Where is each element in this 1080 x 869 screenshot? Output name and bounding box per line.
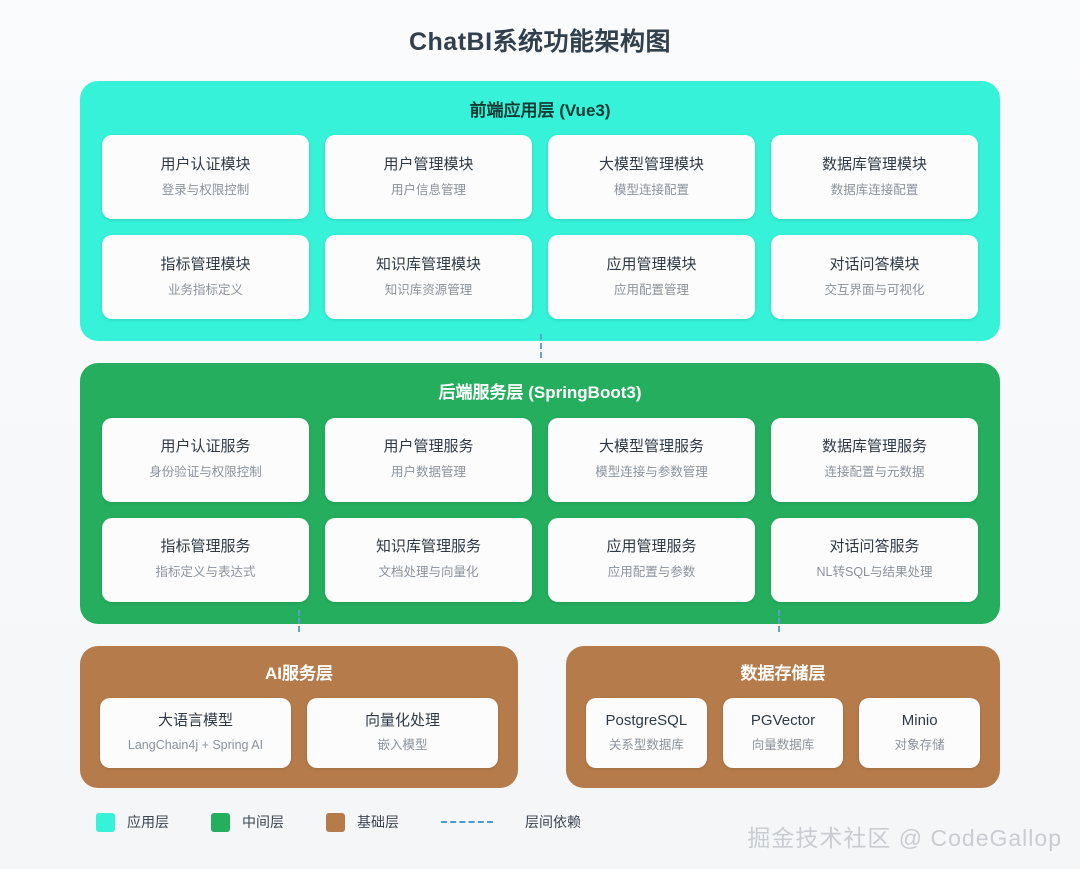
storage-component-card[interactable]: PostgreSQL 关系型数据库 (586, 698, 707, 769)
legend-item-application: 应用层 (96, 812, 169, 832)
connector-backend-to-storage (778, 610, 780, 632)
legend-label: 应用层 (127, 814, 169, 831)
card-title: 数据库管理模块 (821, 156, 927, 174)
card-subtitle: 登录与权限控制 (161, 182, 250, 197)
card-subtitle: NL转SQL与结果处理 (816, 564, 933, 579)
ai-component-card[interactable]: 向量化处理 嵌入模型 (307, 698, 498, 769)
card-title: 对话问答模块 (829, 256, 920, 274)
card-subtitle: 向量数据库 (751, 737, 815, 752)
card-title: 用户认证服务 (160, 438, 251, 456)
card-subtitle: 模型连接配置 (613, 182, 689, 197)
storage-component-card[interactable]: Minio 对象存储 (859, 698, 981, 769)
legend-swatch-icon (211, 812, 230, 832)
card-subtitle: 交互界面与可视化 (824, 282, 925, 297)
card-title: 应用管理服务 (606, 538, 697, 556)
page-title: ChatBI系统功能架构图 (408, 28, 672, 56)
legend-swatch-icon (326, 812, 345, 832)
module-card[interactable]: 用户管理模块 用户信息管理 (325, 135, 532, 220)
card-subtitle: 指标定义与表达式 (155, 564, 256, 579)
legend-item-infrastructure: 基础层 (326, 812, 399, 832)
layer-backend-row-2: 指标管理服务 指标定义与表达式 知识库管理服务 文档处理与向量化 应用管理服务 … (102, 517, 978, 602)
card-subtitle: 模型连接与参数管理 (595, 464, 708, 479)
layer-backend-title: 后端服务层 (SpringBoot3) (438, 383, 642, 403)
module-card[interactable]: 指标管理模块 业务指标定义 (102, 235, 309, 320)
card-title: 用户管理服务 (383, 438, 474, 456)
module-card[interactable]: 大模型管理模块 模型连接配置 (548, 135, 755, 220)
card-title: 用户管理模块 (383, 156, 474, 174)
card-title: Minio (901, 712, 938, 730)
card-title: 指标管理服务 (160, 538, 251, 556)
legend-item-dependency: 层间依赖 (441, 812, 581, 832)
connector-backend-to-ai (298, 610, 300, 632)
layer-ai-service-title: AI服务层 (265, 663, 333, 683)
service-card[interactable]: 大模型管理服务 模型连接与参数管理 (548, 417, 755, 502)
card-title: 用户认证模块 (160, 156, 251, 174)
card-subtitle: 对象存储 (894, 737, 945, 752)
card-subtitle: 应用配置与参数 (607, 564, 696, 579)
card-title: 知识库管理服务 (375, 538, 481, 556)
card-title: PostgreSQL (605, 712, 688, 730)
layer-frontend-row-1: 用户认证模块 登录与权限控制 用户管理模块 用户信息管理 大模型管理模块 模型连… (102, 135, 978, 220)
layer-ai-service: AI服务层 大语言模型 LangChain4j + Spring AI 向量化处… (80, 645, 518, 789)
layer-frontend-row-2: 指标管理模块 业务指标定义 知识库管理模块 知识库资源管理 应用管理模块 应用配… (102, 235, 978, 320)
module-card[interactable]: 用户认证模块 登录与权限控制 (102, 135, 309, 220)
service-card[interactable]: 对话问答服务 NL转SQL与结果处理 (771, 517, 978, 602)
ai-component-card[interactable]: 大语言模型 LangChain4j + Spring AI (100, 698, 291, 769)
layer-data-storage-row: PostgreSQL 关系型数据库 PGVector 向量数据库 Minio 对… (586, 698, 981, 769)
card-title: 对话问答服务 (829, 538, 920, 556)
card-subtitle: 嵌入模型 (377, 737, 428, 752)
legend-label: 中间层 (242, 814, 284, 831)
module-card[interactable]: 数据库管理模块 数据库连接配置 (771, 135, 978, 220)
card-title: 知识库管理模块 (375, 256, 481, 274)
card-title: 应用管理模块 (606, 256, 697, 274)
module-card[interactable]: 知识库管理模块 知识库资源管理 (325, 235, 532, 320)
watermark: 掘金技术社区 @ CodeGallop (747, 825, 1062, 851)
legend-item-middle: 中间层 (211, 812, 284, 832)
module-card[interactable]: 应用管理模块 应用配置管理 (548, 235, 755, 320)
service-card[interactable]: 用户管理服务 用户数据管理 (325, 417, 532, 502)
card-subtitle: 数据库连接配置 (830, 182, 919, 197)
legend-label: 层间依赖 (525, 814, 581, 831)
card-title: 数据库管理服务 (821, 438, 927, 456)
card-subtitle: 用户数据管理 (390, 464, 466, 479)
storage-component-card[interactable]: PGVector 向量数据库 (722, 698, 844, 769)
service-card[interactable]: 用户认证服务 身份验证与权限控制 (102, 417, 309, 502)
layer-data-storage-title: 数据存储层 (740, 663, 826, 683)
card-subtitle: 关系型数据库 (608, 737, 684, 752)
layer-backend-row-1: 用户认证服务 身份验证与权限控制 用户管理服务 用户数据管理 大模型管理服务 模… (102, 417, 978, 502)
bottom-layer-row: AI服务层 大语言模型 LangChain4j + Spring AI 向量化处… (80, 645, 1000, 789)
legend-swatch-icon (96, 812, 115, 832)
card-subtitle: 知识库资源管理 (384, 282, 473, 297)
service-card[interactable]: 应用管理服务 应用配置与参数 (548, 517, 755, 602)
service-card[interactable]: 指标管理服务 指标定义与表达式 (102, 517, 309, 602)
card-title: 大语言模型 (157, 712, 233, 730)
module-card[interactable]: 对话问答模块 交互界面与可视化 (771, 235, 978, 320)
layer-ai-service-row: 大语言模型 LangChain4j + Spring AI 向量化处理 嵌入模型 (100, 698, 498, 769)
card-subtitle: 用户信息管理 (390, 182, 466, 197)
card-subtitle: 应用配置管理 (613, 282, 689, 297)
card-title: 大模型管理模块 (598, 156, 704, 174)
service-card[interactable]: 知识库管理服务 文档处理与向量化 (325, 517, 532, 602)
legend-label: 基础层 (357, 814, 399, 831)
layer-frontend-title: 前端应用层 (Vue3) (469, 101, 611, 120)
connector-frontend-to-backend (540, 334, 542, 358)
card-title: PGVector (750, 712, 816, 730)
dashed-line-icon (441, 821, 493, 824)
card-subtitle: 业务指标定义 (167, 282, 243, 297)
layer-backend: 后端服务层 (SpringBoot3) 用户认证服务 身份验证与权限控制 用户管… (80, 363, 1000, 624)
legend: 应用层 中间层 基础层 层间依赖 (0, 812, 1080, 832)
card-title: 大模型管理服务 (598, 438, 704, 456)
layer-data-storage: 数据存储层 PostgreSQL 关系型数据库 PGVector 向量数据库 M… (566, 645, 1000, 789)
card-title: 向量化处理 (364, 712, 440, 730)
layer-stack: 前端应用层 (Vue3) 用户认证模块 登录与权限控制 用户管理模块 用户信息管… (0, 81, 1080, 789)
card-subtitle: LangChain4j + Spring AI (127, 737, 264, 752)
layer-frontend: 前端应用层 (Vue3) 用户认证模块 登录与权限控制 用户管理模块 用户信息管… (80, 81, 1000, 342)
card-subtitle: 连接配置与元数据 (824, 464, 925, 479)
service-card[interactable]: 数据库管理服务 连接配置与元数据 (771, 417, 978, 502)
card-title: 指标管理模块 (160, 256, 251, 274)
card-subtitle: 身份验证与权限控制 (149, 464, 262, 479)
card-subtitle: 文档处理与向量化 (378, 564, 479, 579)
